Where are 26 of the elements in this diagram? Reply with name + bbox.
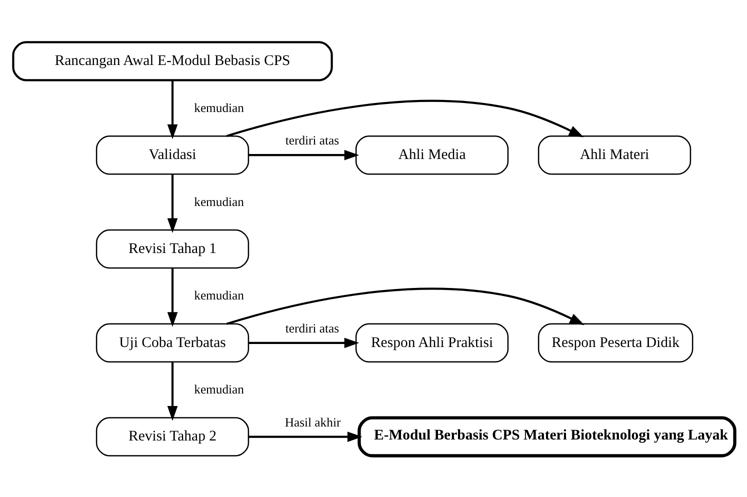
node-box: Uji Coba Terbatas — [95, 322, 249, 362]
edge-label: kemudian — [194, 288, 244, 302]
arrow — [166, 174, 178, 233]
node-box: Respon Ahli Praktisi — [354, 322, 508, 362]
node-box: Revisi Tahap 1 — [95, 228, 249, 268]
arrow — [248, 431, 362, 442]
arrow — [166, 362, 178, 420]
edge-label: Hasil akhir — [284, 414, 340, 429]
edge-label: terdiri atas — [284, 133, 339, 148]
edge-label: kemudian — [194, 194, 244, 208]
node-box: E-Modul Berbasis CPS Materi Bioteknologi yang Layak — [357, 416, 736, 457]
arrow — [248, 149, 359, 160]
arrow — [166, 80, 178, 139]
node-box: Ahli Media — [354, 135, 508, 174]
node-box: Revisi Tahap 2 — [95, 416, 249, 456]
node-box: Respon Peserta Didik — [537, 322, 693, 362]
node-box: Validasi — [95, 135, 249, 174]
node-box: Ahli Materi — [537, 135, 691, 174]
edge-label: kemudian — [194, 382, 244, 396]
arrow — [166, 268, 178, 326]
node-box: Rancangan Awal E-Modul Bebasis CPS — [12, 40, 332, 81]
edge-label: kemudian — [194, 100, 244, 114]
arrow — [226, 287, 584, 325]
arrow — [248, 337, 359, 348]
arrow — [226, 99, 584, 137]
edge-label: terdiri atas — [284, 320, 339, 335]
